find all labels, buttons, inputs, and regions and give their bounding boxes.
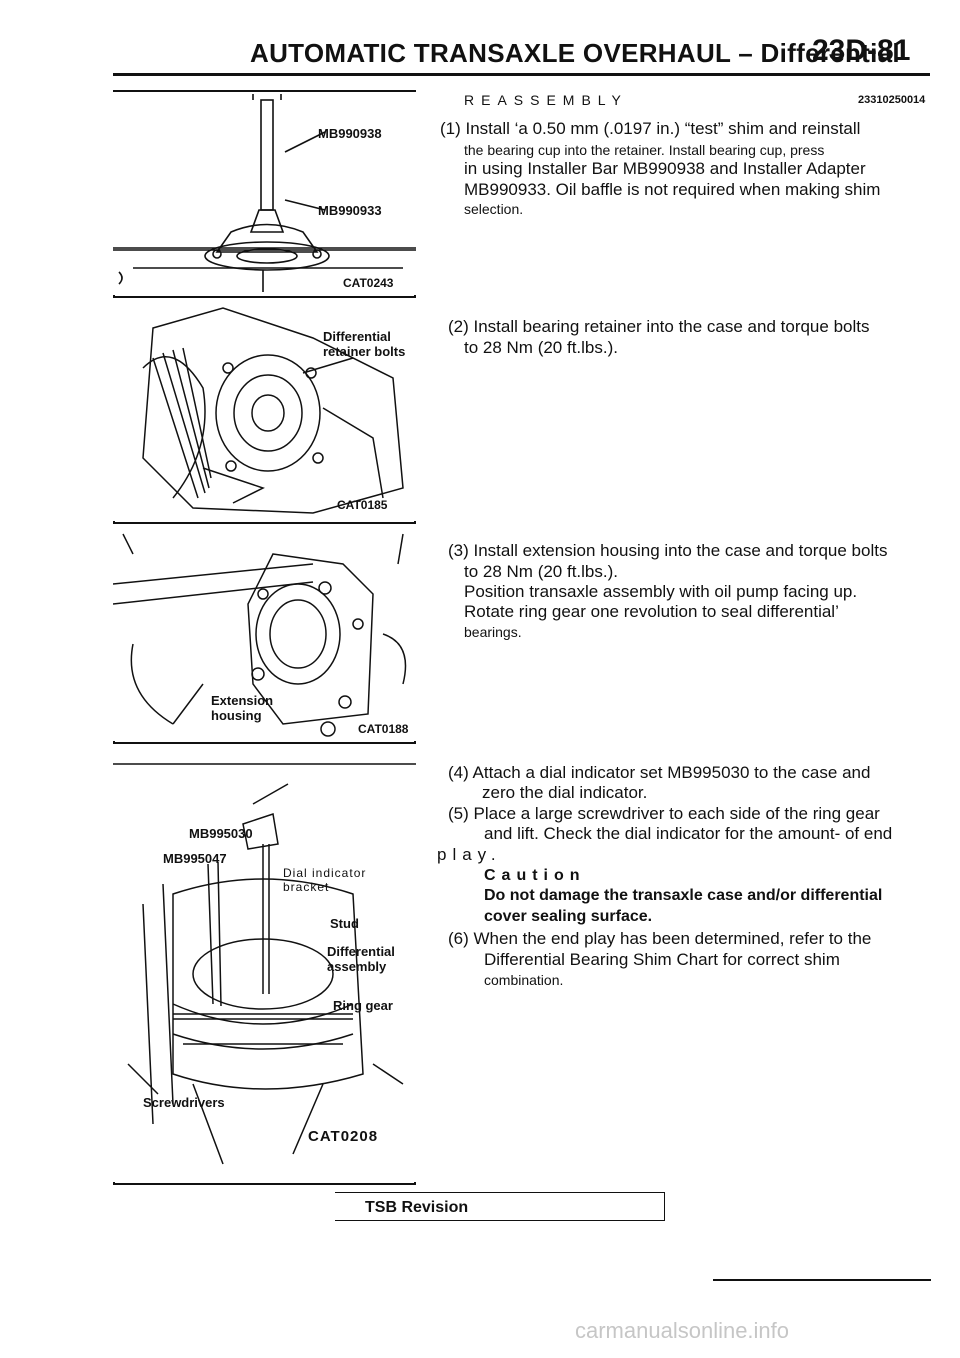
tool-label-mb990938: MB990938 <box>318 126 382 141</box>
label-differential: Differential <box>323 329 391 344</box>
label-ring-gear: Ring gear <box>333 998 393 1013</box>
figure-dial-indicator: MB995030 MB995047 Dial indicator bracket… <box>113 744 416 1182</box>
step-3-line: (3) Install extension housing into the c… <box>448 541 888 560</box>
figure-separator <box>113 90 416 92</box>
page-number: 23D-81 <box>812 34 911 67</box>
step-3-line: to 28 Nm (20 ft.lbs.). <box>464 562 618 581</box>
label-stud: Stud <box>330 916 359 931</box>
label-dial-indicator: Dial indicator <box>283 866 367 880</box>
step-6-line: combination. <box>484 972 564 988</box>
step-6-line: Differential Bearing Shim Chart for corr… <box>484 950 840 969</box>
step-3-line: Rotate ring gear one revolution to seal … <box>464 602 839 621</box>
label-retainer-bolts: retainer bolts <box>323 344 406 359</box>
step-3-line: Position transaxle assembly with oil pum… <box>464 582 858 601</box>
tsb-revision-box: TSB Revision <box>335 1192 665 1221</box>
step-6-line: (6) When the end play has been determine… <box>448 929 872 948</box>
dial-indicator-illustration <box>113 763 416 1165</box>
label-bracket: bracket <box>283 880 330 894</box>
step-1-line: (1) Install ‘a 0.50 mm (.0197 in.) “test… <box>440 119 861 138</box>
step-1-line: in using Installer Bar MB990938 and Inst… <box>464 159 866 178</box>
step-2-line: to 28 Nm (20 ft.lbs.). <box>464 338 618 357</box>
step-1-line: the bearing cup into the retainer. Insta… <box>464 142 825 158</box>
step-1-line: MB990933. Oil baffle is not required whe… <box>464 180 881 199</box>
figure-installer-tool: MB990938 MB990933 CAT0243 <box>113 92 416 295</box>
watermark-text: carmanualsonline.info <box>575 1318 790 1343</box>
tool-label-mb990933: MB990933 <box>318 203 382 218</box>
step-5-line: and lift. Check the dial indicator for t… <box>484 824 893 843</box>
step-2-line: (2) Install bearing retainer into the ca… <box>448 317 870 336</box>
retainer-bolts-illustration <box>142 307 404 514</box>
header-rule <box>113 73 930 76</box>
step-3-line: bearings. <box>464 624 522 640</box>
step-4-line: (4) Attach a dial indicator set MB995030… <box>448 763 871 782</box>
tool-label-mb995030: MB995030 <box>189 826 253 841</box>
label-extension: Extension <box>211 693 274 708</box>
figure-separator <box>113 742 416 744</box>
extension-housing-illustration <box>113 533 407 737</box>
step-1-line: selection. <box>464 201 524 217</box>
figure-code: CAT0185 <box>337 498 388 512</box>
figure-code: CAT0208 <box>308 1128 379 1145</box>
step-5-line: (5) Place a large screwdriver to each si… <box>448 804 880 823</box>
figure-code: CAT0243 <box>343 276 394 290</box>
section-heading: REASSEMBLY <box>464 92 628 108</box>
step-5-line: play. <box>437 845 502 864</box>
step-4-line: zero the dial indicator. <box>482 783 648 802</box>
figure-separator <box>113 522 416 524</box>
label-assembly: assembly <box>327 959 387 974</box>
label-differential: Differential <box>327 944 395 959</box>
tool-label-mb995047: MB995047 <box>163 851 227 866</box>
figure-extension-housing: Extension housing CAT0188 <box>113 524 416 741</box>
figure-code: CAT0188 <box>358 722 409 736</box>
label-housing: housing <box>211 708 262 723</box>
label-screwdrivers: Screwdrivers <box>143 1095 225 1110</box>
figure-retainer-bolts: Differential retainer bolts CAT0185 <box>113 298 416 521</box>
bottom-rule <box>713 1279 931 1281</box>
page-title: AUTOMATIC TRANSAXLE OVERHAUL – Different… <box>250 38 900 68</box>
figure-separator <box>113 1183 416 1185</box>
caution-line: cover sealing surface. <box>484 908 653 925</box>
tsb-revision-label: TSB Revision <box>365 1199 469 1216</box>
caution-title: Caution <box>484 867 586 884</box>
installer-tool-illustration <box>113 94 416 292</box>
figure-separator <box>113 296 416 298</box>
section-code: 23310250014 <box>858 94 926 106</box>
caution-line: Do not damage the transaxle case and/or … <box>484 887 883 904</box>
